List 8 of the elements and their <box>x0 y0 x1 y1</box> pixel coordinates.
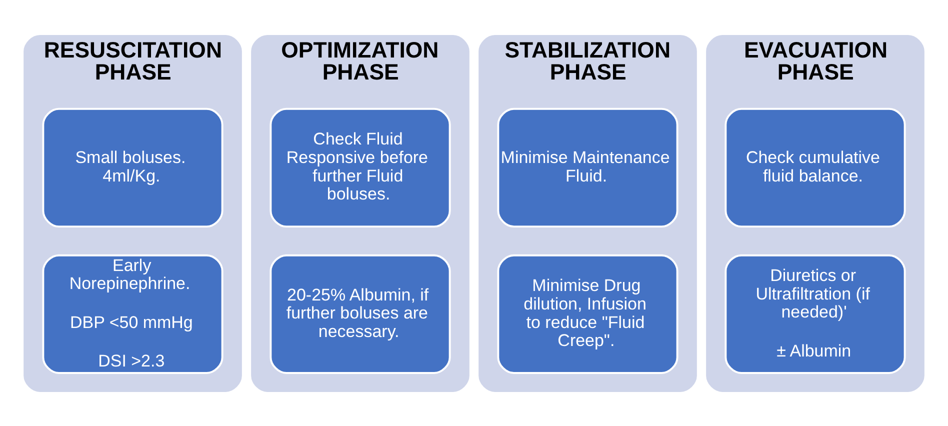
node-box: Early Norepinephrine. DBP <50 mmHg DSI >2.3 <box>42 254 224 374</box>
node-box: Small boluses. 4ml/Kg. <box>42 107 224 228</box>
node-box: Check cumulative fluid balance. <box>724 107 906 228</box>
node-box: Diuretics or Ultrafiltration (if needed)' ± Albumin <box>724 254 906 374</box>
node-box: Minimise Maintenance Fluid. <box>497 107 678 228</box>
node-box: Check Fluid Responsive before further Fluid boluses. <box>270 107 451 228</box>
node-box: 20-25% Albumin, if further boluses are necessary. <box>270 254 451 374</box>
node-box: Minimise Drug dilution, Infusion to reduce "Fluid Creep". <box>497 254 678 374</box>
